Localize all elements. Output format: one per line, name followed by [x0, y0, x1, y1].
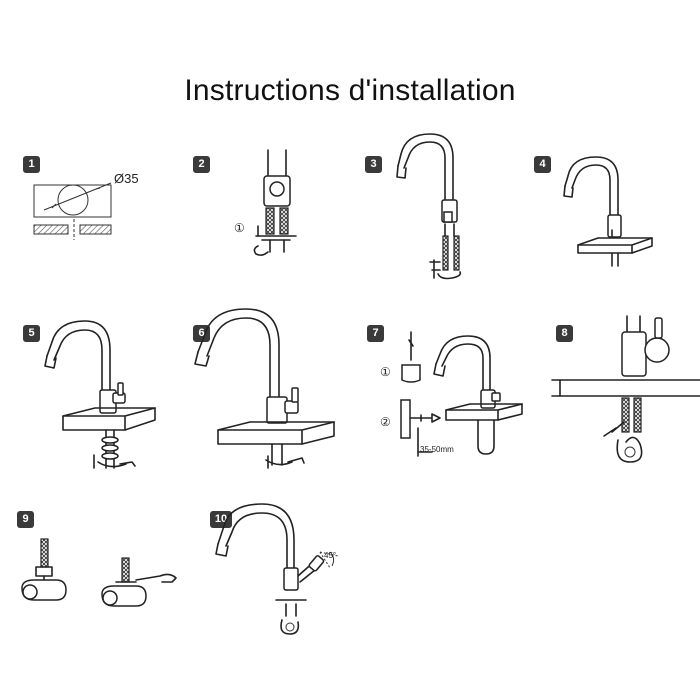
- step-8-badge: 8: [556, 325, 573, 342]
- step-9-badge: 9: [17, 511, 34, 528]
- step-3-badge: 3: [365, 156, 382, 173]
- step-1-badge: 1: [23, 156, 40, 173]
- step-5-badge: 5: [23, 325, 40, 342]
- hole-diameter-label: Ø35: [114, 171, 139, 186]
- step-10-badge: 10: [210, 511, 232, 528]
- countertop-section-right: [79, 224, 112, 235]
- step-10-illustration: 45°: [215, 503, 339, 635]
- countertop-top-view: [33, 184, 112, 218]
- step-4-badge: 4: [534, 156, 551, 173]
- countertop-section-left: [33, 224, 69, 235]
- hole-circle: [57, 184, 89, 216]
- step-2-badge: 2: [193, 156, 210, 173]
- step-7-range-label: 35-50mm: [420, 445, 454, 454]
- step-7-callout-2: ②: [380, 415, 391, 429]
- step-2-callout: ①: [234, 221, 245, 235]
- step-2-illustration: ①: [234, 149, 297, 256]
- step-5-illustration: [44, 320, 156, 469]
- step-7-badge: 7: [367, 325, 384, 342]
- step-8-illustration: [551, 315, 700, 463]
- step-6-illustration: [194, 308, 335, 469]
- step-9-illustration: [21, 538, 177, 607]
- page-title: Instructions d'installation: [184, 74, 516, 107]
- step-7-illustration: ① ② 35-50mm: [380, 331, 523, 457]
- step-10-angle-label: 45°: [324, 551, 336, 560]
- step-1-illustration: Ø35: [33, 171, 139, 240]
- step-6-badge: 6: [193, 325, 210, 342]
- step-3-illustration: [396, 133, 462, 280]
- step-7-callout-1: ①: [380, 365, 391, 379]
- step-4-illustration: [563, 156, 653, 267]
